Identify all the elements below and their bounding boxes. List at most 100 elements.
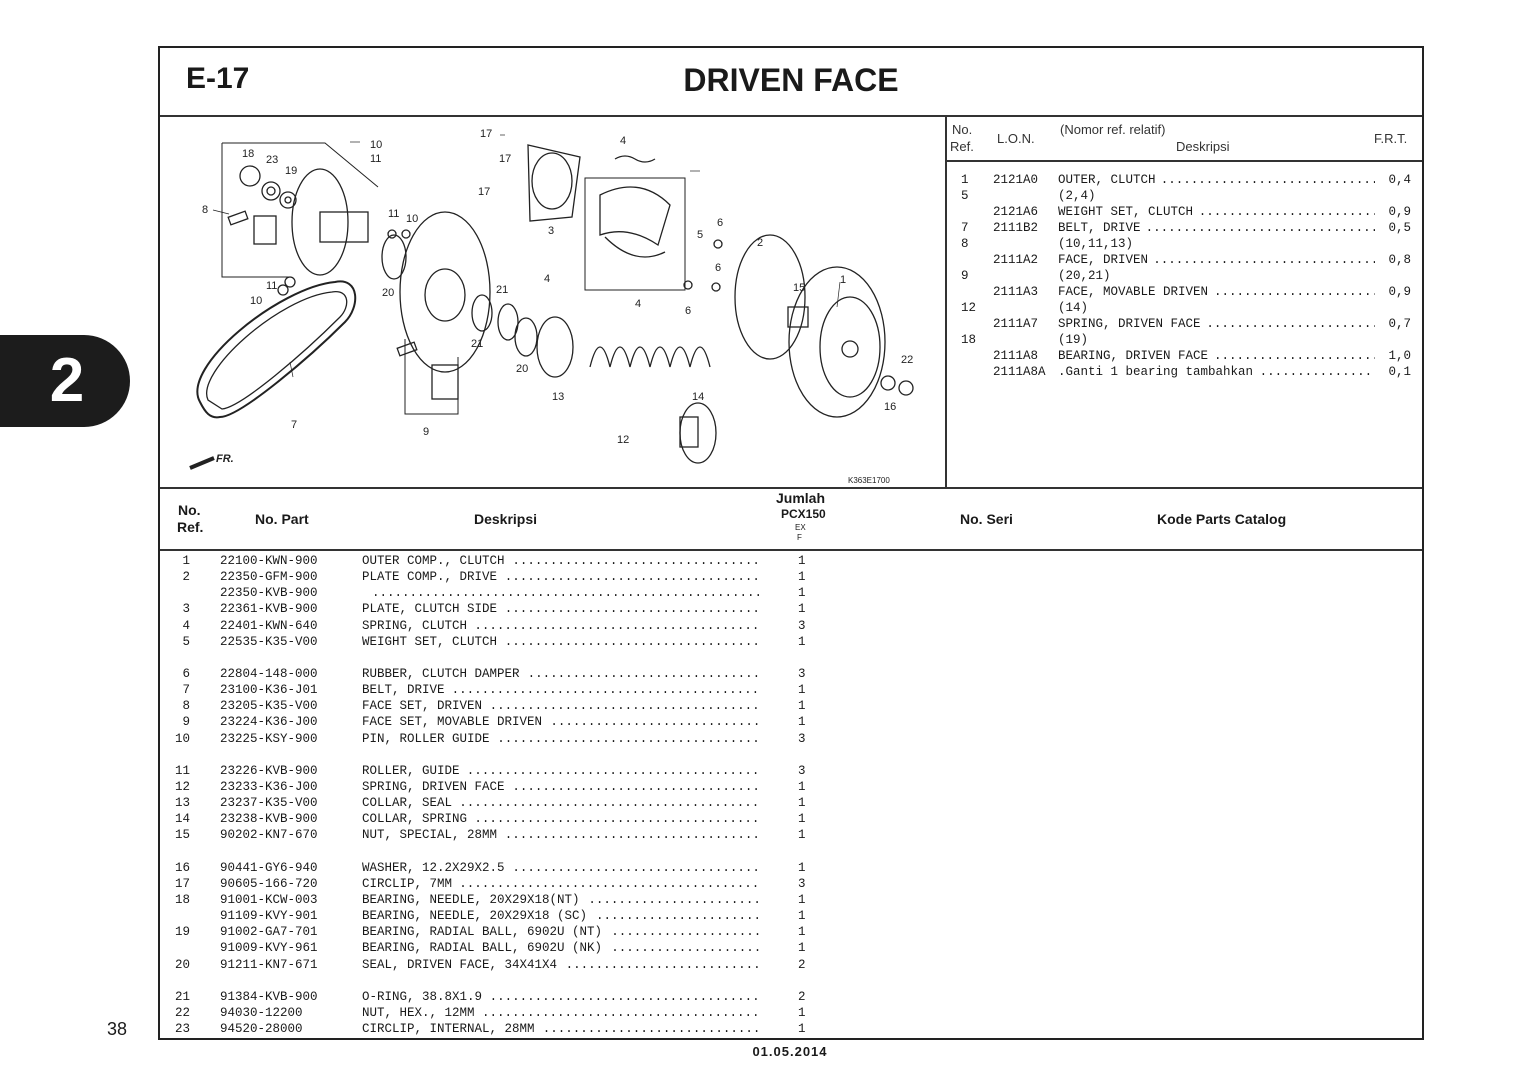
lon-code: 2121A6 xyxy=(993,205,1039,219)
callout: 15 xyxy=(793,282,805,294)
part-number: 91109-KVY-901 xyxy=(220,909,318,924)
header-desc: Deskripsi xyxy=(474,511,538,527)
callout: 5 xyxy=(697,229,703,241)
diagram-svg: 18 23 19 8 10 11 17 17 17 4 3 5 6 2 6 11… xyxy=(189,128,914,485)
description: CIRCLIP, 7MM xyxy=(362,876,453,891)
callout: 12 xyxy=(617,434,629,446)
part-number: 91211-KN7-671 xyxy=(220,957,318,972)
description: BELT, DRIVE xyxy=(362,683,445,698)
callout: 10 xyxy=(406,213,418,225)
part-number: 23237-K35-V00 xyxy=(220,796,318,811)
ref-number: 5 xyxy=(182,634,190,649)
description: (19) xyxy=(1058,333,1089,347)
part-number: 22361-KVB-900 xyxy=(220,602,318,617)
quantity: 3 xyxy=(798,666,806,681)
description: SEAL, DRIVEN FACE, 34X41X4 xyxy=(362,957,558,972)
lon-code: 2121A0 xyxy=(993,173,1039,187)
dot-leader: ........................................… xyxy=(489,989,760,1004)
dot-leader: ........................................… xyxy=(497,731,760,746)
quantity: 3 xyxy=(798,618,806,633)
dot-leader: ........................................… xyxy=(474,618,760,633)
labor-row: 2111A8A.Ganti 1 bearing tambahkan.......… xyxy=(947,365,1417,381)
frt-value: 0,1 xyxy=(1388,365,1411,379)
callout: 7 xyxy=(291,419,297,431)
part-number: 22350-KVB-900 xyxy=(220,586,318,601)
description: NUT, SPECIAL, 28MM xyxy=(362,828,498,843)
callout: 11 xyxy=(370,153,381,165)
frt-value: 1,0 xyxy=(1388,349,1411,363)
callout: 10 xyxy=(370,139,382,151)
ref-number: 16 xyxy=(174,860,190,875)
part-number: 94520-28000 xyxy=(220,1022,303,1037)
quantity: 2 xyxy=(798,989,806,1004)
ref-number: 14 xyxy=(174,812,190,827)
dot-leader: ........................................… xyxy=(565,957,760,972)
lon-code: 2111A8 xyxy=(993,349,1039,363)
description: RUBBER, CLUTCH DAMPER xyxy=(362,666,520,681)
header-part: No. Part xyxy=(255,511,309,527)
description: FACE SET, DRIVEN xyxy=(362,699,483,714)
dot-leader: ........................................… xyxy=(512,860,760,875)
ref-number: 13 xyxy=(174,796,190,811)
quantity: 1 xyxy=(798,602,806,617)
part-number: 23233-K36-J00 xyxy=(220,779,318,794)
description: O-RING, 38.8X1.9 xyxy=(362,989,483,1004)
ref-number: 18 xyxy=(174,892,190,907)
catalog-frame: E-17 DRIVEN FACE xyxy=(158,46,1424,1040)
dot-leader: ........................................… xyxy=(451,683,760,698)
section-tab: 2 xyxy=(0,335,130,427)
labor-row: 9(20,21) xyxy=(947,269,1417,285)
ref-number: 21 xyxy=(174,989,190,1004)
part-number: 91002-GA7-701 xyxy=(220,925,318,940)
dot-leader: ........................................… xyxy=(512,554,760,568)
description: CIRCLIP, INTERNAL, 28MM xyxy=(362,1022,535,1037)
dot-leader: ........................................… xyxy=(1214,285,1375,299)
description: WEIGHT SET, CLUTCH xyxy=(1058,205,1194,219)
ref-number: 17 xyxy=(174,876,190,891)
dot-leader: ........................................… xyxy=(482,1005,760,1020)
dot-leader: ........................................… xyxy=(504,828,760,843)
part-number: 22350-GFM-900 xyxy=(220,570,318,585)
ref-number: 4 xyxy=(182,618,190,633)
labor-row: 12(14) xyxy=(947,301,1417,317)
quantity: 1 xyxy=(798,1005,806,1020)
ref-number: 12 xyxy=(961,301,977,315)
dot-leader: ........................................… xyxy=(527,666,760,681)
frt-value: 0,9 xyxy=(1388,205,1411,219)
description: BEARING, NEEDLE, 20X29X18(NT) xyxy=(362,892,580,907)
quantity: 1 xyxy=(798,683,806,698)
description: PLATE COMP., DRIVE xyxy=(362,570,498,585)
description: PIN, ROLLER GUIDE xyxy=(362,731,490,746)
quantity: 3 xyxy=(798,763,806,778)
ref-number: 1 xyxy=(182,554,190,568)
quantity: 1 xyxy=(798,1022,806,1037)
ref-number: 8 xyxy=(961,237,969,251)
dot-leader: ........................................… xyxy=(504,570,760,585)
ref-number: 2 xyxy=(182,570,190,585)
quantity: 1 xyxy=(798,892,806,907)
callout: 6 xyxy=(717,217,723,229)
front-direction-label: FR. xyxy=(216,453,234,465)
title-row: E-17 DRIVEN FACE xyxy=(160,48,1422,117)
footer-date: 01.05.2014 xyxy=(752,1044,828,1059)
labor-row: 5(2,4) xyxy=(947,189,1417,205)
callout: 11 xyxy=(388,208,399,220)
header-ref: Ref. xyxy=(950,139,974,154)
dot-leader: ........................................… xyxy=(596,909,760,924)
dot-leader: ........................................… xyxy=(504,634,760,649)
ref-number: 22 xyxy=(174,1005,190,1020)
description: ROLLER, GUIDE xyxy=(362,763,460,778)
ref-number: 5 xyxy=(961,189,969,203)
description: BEARING, RADIAL BALL, 6902U (NT) xyxy=(362,925,603,940)
dot-leader: ........................................… xyxy=(1145,221,1375,235)
